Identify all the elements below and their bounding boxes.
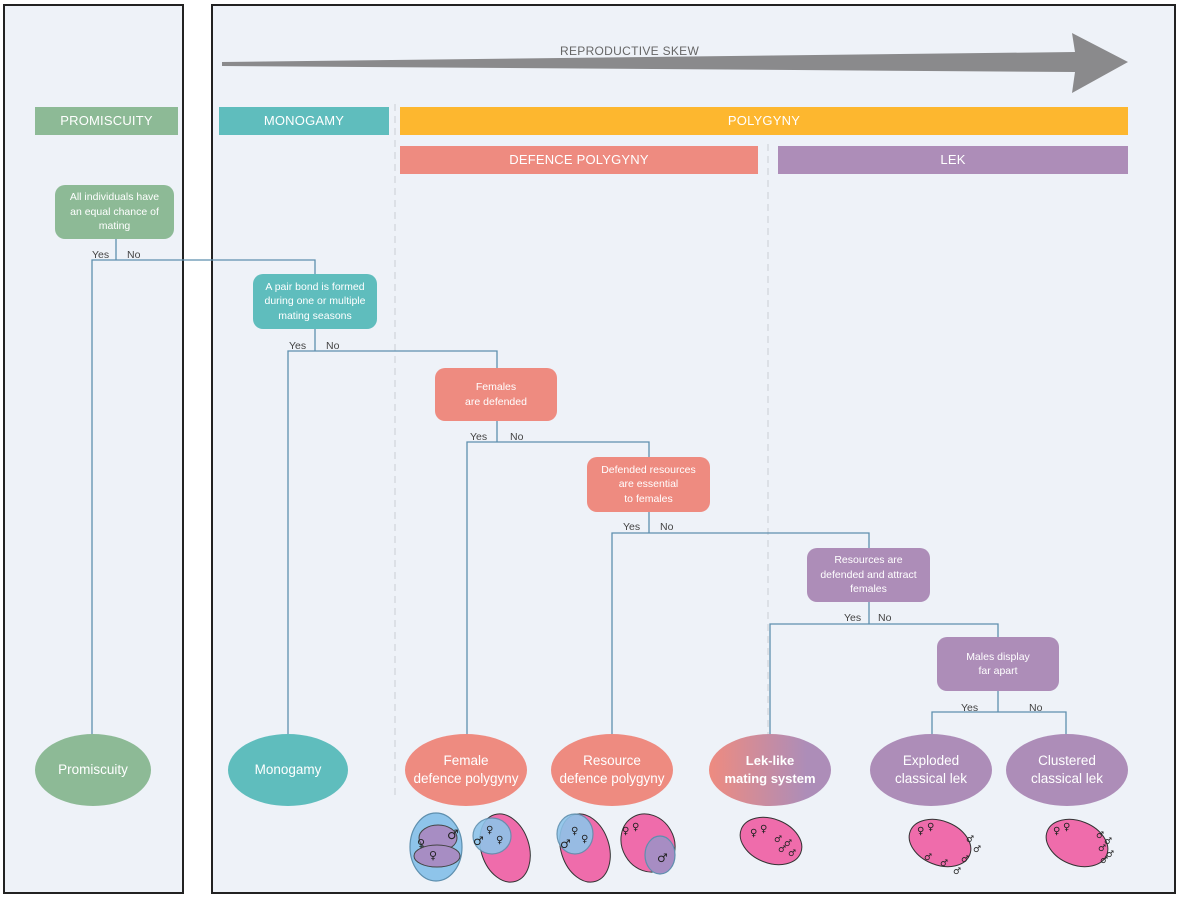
female-symbol-icon: ♀ (1053, 826, 1060, 837)
male-symbol-icon: ♂ (774, 835, 782, 845)
yes-label: Yes (289, 340, 307, 352)
resource-defence-illustration: ♂ ♀ ♀ ♀ ♀ ♂ (556, 813, 676, 883)
no-label: No (878, 612, 892, 624)
yes-label: Yes (961, 702, 979, 714)
outcome-monogamy: Monogamy (228, 734, 348, 806)
decision-resources-essential: Defended resources are essential to fema… (587, 457, 710, 512)
outcome-female-defence-polygyny: Female defence polygyny (405, 734, 527, 806)
male-symbol-icon: ♂ (788, 849, 796, 859)
female-symbol-icon: ♀ (581, 834, 588, 845)
female-defence-illustration: ♂ ♀ ♀ ♂ ♀ ♀ (409, 812, 531, 883)
band-lek: LEK (778, 146, 1128, 174)
female-symbol-icon: ♀ (927, 822, 934, 833)
tree-connectors (91, 238, 1067, 738)
band-defence-polygyny: DEFENCE POLYGYNY (400, 146, 758, 174)
male-symbol-icon: ♂ (473, 834, 484, 848)
lek-like-illustration: ♀ ♀ ♂ ♂ ♂ ♂ (739, 816, 803, 866)
female-symbol-icon: ♀ (622, 826, 629, 837)
decision-females-defended: Females are defended (435, 368, 557, 421)
yes-label: Yes (92, 249, 110, 261)
decision-males-far-apart: Males display far apart (937, 637, 1059, 691)
male-symbol-icon: ♂ (924, 853, 932, 863)
female-symbol-icon: ♀ (760, 824, 767, 835)
no-label: No (660, 521, 674, 533)
outcome-clustered-classical-lek: Clustered classical lek (1006, 734, 1128, 806)
male-symbol-icon: ♂ (966, 835, 974, 845)
outcome-exploded-classical-lek: Exploded classical lek (870, 734, 992, 806)
no-label: No (1029, 702, 1043, 714)
clustered-lek-illustration: ♀ ♀ ♂ ♂ ♂ ♂ ♂ (1045, 818, 1114, 868)
yes-label: Yes (623, 521, 641, 533)
male-symbol-icon: ♂ (973, 845, 981, 855)
male-symbol-icon: ♂ (447, 828, 459, 843)
decision-pair-bond: A pair bond is formed during one or mult… (253, 274, 377, 329)
band-promiscuity: PROMISCUITY (35, 107, 178, 135)
female-symbol-icon: ♀ (417, 837, 425, 850)
male-symbol-icon: ♂ (940, 859, 948, 869)
female-symbol-icon: ♀ (496, 835, 503, 846)
no-label: No (127, 249, 141, 261)
female-symbol-icon: ♀ (1063, 822, 1070, 833)
outcome-resource-defence-polygyny: Resource defence polygyny (551, 734, 673, 806)
band-monogamy: MONOGAMY (219, 107, 389, 135)
no-label: No (510, 431, 524, 443)
outcome-lek-like-mating-system: Lek-like mating system (709, 734, 831, 806)
male-symbol-icon: ♂ (1096, 831, 1104, 841)
female-symbol-icon: ♀ (632, 822, 639, 833)
male-symbol-icon: ♂ (1098, 844, 1106, 854)
yes-label: Yes (470, 431, 488, 443)
male-symbol-icon: ♂ (657, 851, 668, 865)
decision-resources-attract: Resources are defended and attract femal… (807, 548, 930, 602)
female-symbol-icon: ♀ (571, 826, 578, 837)
reproductive-skew-arrow (222, 33, 1128, 93)
yes-label: Yes (844, 612, 862, 624)
decision-equal-chance: All individuals have an equal chance of … (55, 185, 174, 239)
no-label: No (326, 340, 340, 352)
female-symbol-icon: ♀ (917, 826, 924, 837)
exploded-lek-illustration: ♀ ♀ ♂ ♂ ♂ ♂ ♂ ♂ (908, 818, 981, 877)
female-symbol-icon: ♀ (750, 828, 757, 839)
male-symbol-icon: ♂ (784, 839, 792, 849)
male-symbol-icon: ♂ (1104, 837, 1112, 847)
female-symbol-icon: ♀ (486, 825, 493, 836)
outcome-promiscuity: Promiscuity (35, 734, 151, 806)
male-symbol-icon: ♂ (1100, 856, 1108, 866)
male-symbol-icon: ♂ (560, 837, 571, 851)
male-symbol-icon: ♂ (953, 867, 961, 877)
band-polygyny: POLYGYNY (400, 107, 1128, 135)
male-symbol-icon: ♂ (1106, 850, 1114, 860)
male-symbol-icon: ♂ (778, 845, 786, 855)
male-symbol-icon: ♂ (961, 855, 969, 865)
reproductive-skew-label: REPRODUCTIVE SKEW (560, 44, 700, 58)
female-symbol-icon: ♀ (429, 849, 437, 862)
